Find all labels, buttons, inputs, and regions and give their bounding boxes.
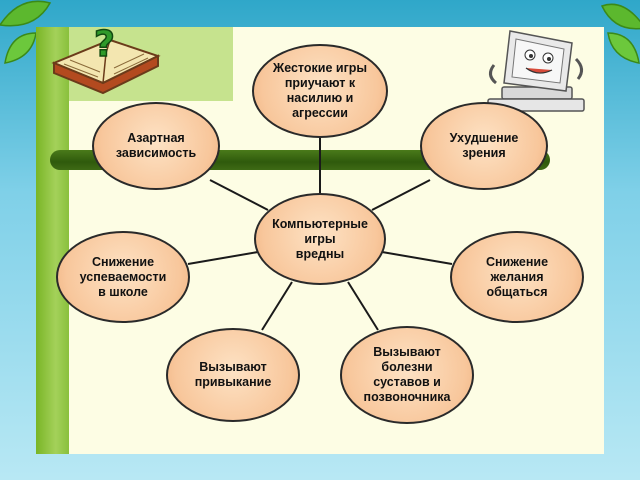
svg-text:?: ?: [94, 24, 115, 65]
node-vision-label: Ухудшение зрения: [449, 131, 519, 160]
node-center-label: Компьютерные игры вредны: [272, 216, 368, 261]
connector-line: [371, 179, 431, 211]
green-side-bar: [36, 27, 69, 454]
node-violence: Жестокие игры приучают к насилию и агрес…: [252, 44, 388, 138]
node-addiction-label: Вызывают привыкание: [194, 360, 272, 389]
connector-line: [347, 281, 379, 331]
leaf-icon: [0, 0, 52, 27]
node-vision: Ухудшение зрения: [420, 102, 548, 190]
node-center: Компьютерные игры вредны: [254, 193, 386, 285]
node-communication-label: Снижение желания общаться: [485, 254, 549, 299]
computer-character-icon: [487, 30, 585, 112]
connector-line: [209, 179, 269, 211]
node-school-label: Снижение успеваемости в школе: [79, 254, 167, 299]
connector-line: [381, 251, 453, 265]
node-gambling: Азартная зависимость: [92, 102, 220, 190]
node-communication: Снижение желания общаться: [450, 231, 584, 323]
leaf-icon: [607, 32, 640, 64]
node-joints-label: Вызывают болезни суставов и позвоночника: [363, 345, 451, 404]
book-question-icon: ?: [51, 23, 161, 95]
connector-line: [261, 281, 293, 331]
node-violence-label: Жестокие игры приучают к насилию и агрес…: [272, 61, 368, 120]
node-joints: Вызывают болезни суставов и позвоночника: [340, 326, 474, 424]
node-gambling-label: Азартная зависимость: [115, 131, 197, 160]
connector-line: [187, 251, 259, 265]
node-school: Снижение успеваемости в школе: [56, 231, 190, 323]
leaf-icon: [600, 3, 640, 30]
node-addiction: Вызывают привыкание: [166, 328, 300, 422]
